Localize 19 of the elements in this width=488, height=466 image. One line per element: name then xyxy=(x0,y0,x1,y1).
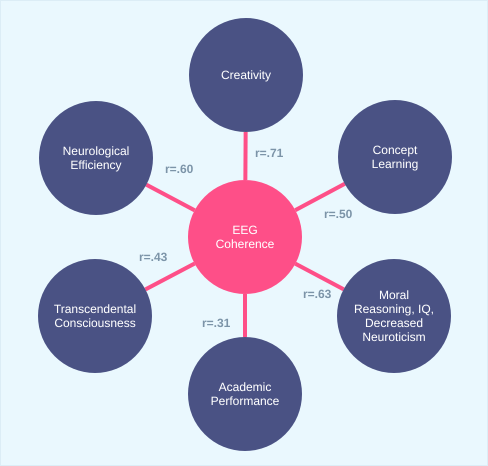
edge-label: r=.43 xyxy=(139,250,168,264)
node-label: Creativity xyxy=(220,68,271,82)
node-label: Academic Performance xyxy=(210,380,280,408)
connector-line xyxy=(243,132,248,180)
node-label: Concept Learning xyxy=(370,143,420,171)
edge-label: r=.31 xyxy=(202,316,230,330)
connector-line xyxy=(144,262,196,292)
node-label: Neurological Efficiency xyxy=(62,144,130,172)
edge-label: r=.50 xyxy=(324,207,352,221)
node-label: Transcendental Consciousness xyxy=(52,302,138,330)
connector-line xyxy=(294,262,345,292)
node-label: EEG Coherence xyxy=(214,223,276,251)
node-label: Moral Reasoning, IQ, Decreased Neuroticism xyxy=(352,288,436,344)
connector-line xyxy=(294,182,346,212)
edge-label: r=.63 xyxy=(303,287,332,301)
connector-line xyxy=(145,182,196,212)
edge-label: r=.60 xyxy=(165,162,194,176)
connector-line xyxy=(243,294,247,337)
edge-label: r=.71 xyxy=(255,146,284,160)
